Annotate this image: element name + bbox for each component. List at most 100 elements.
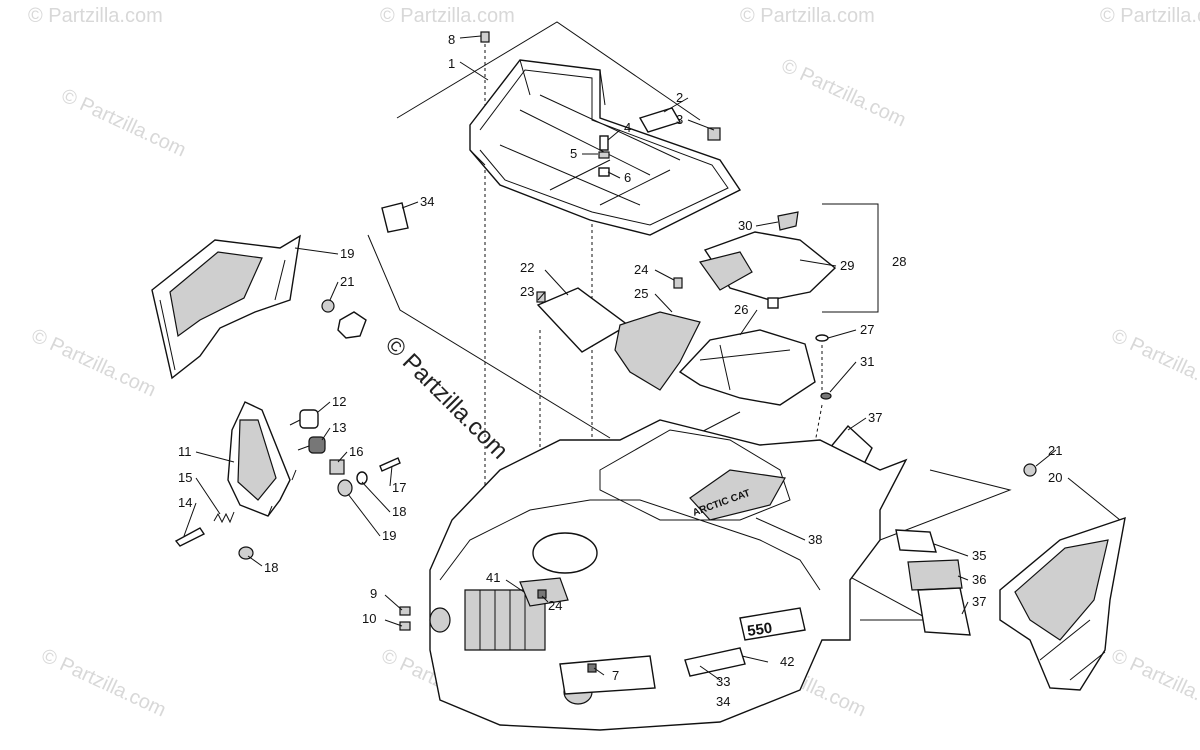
callout-label: 38: [808, 532, 822, 547]
front-fender-body: ARCTIC CAT 550: [429, 419, 908, 731]
grommet: [815, 334, 829, 342]
decal: [907, 559, 963, 591]
screw: [673, 277, 683, 289]
adjuster-bolt: [379, 457, 401, 472]
adjust-screw: [174, 527, 206, 547]
push-clip: [337, 311, 367, 339]
callout-label: 4: [624, 120, 631, 135]
headlight-assembly: [227, 401, 297, 517]
callout-label: 42: [780, 654, 794, 669]
watermark: © Partzilla.com: [28, 5, 163, 27]
rack-washer: [598, 151, 610, 159]
callout-label: 17: [392, 480, 406, 495]
watermark: © Partzilla.com: [778, 55, 909, 132]
rack-bolt: [599, 135, 609, 151]
callout-label: 26: [734, 302, 748, 317]
bushing: [337, 479, 353, 497]
rack-spacer: [598, 167, 610, 177]
warning-decal: [381, 202, 409, 233]
callout-label: 9: [370, 586, 377, 601]
bracket-nut: [329, 459, 345, 475]
watermark: © Partzilla.com: [28, 325, 159, 402]
bulb-socket: [308, 436, 326, 454]
callout-label: 3: [676, 112, 683, 127]
callout-label: 19: [382, 528, 396, 543]
rack-sticker: [638, 107, 682, 133]
watermark: © Partzilla.com: [740, 5, 875, 27]
access-panel: [536, 287, 630, 353]
fastener: [537, 589, 547, 599]
model-number: 550: [746, 620, 773, 640]
grommet: [1023, 463, 1037, 477]
headlight-bulb: [299, 409, 319, 429]
callout-label: 10: [362, 611, 376, 626]
callout-label: 5: [570, 146, 577, 161]
arctic-cat-decal: [689, 469, 786, 521]
adjust-spring: [213, 511, 235, 524]
callout-label: 7: [612, 668, 619, 683]
callout-label: 6: [624, 170, 631, 185]
callout-label: 18: [392, 504, 406, 519]
washer: [356, 471, 368, 485]
callout-labels: 8 1 2 3 4 5 6 34 19 21 12 13 16 17 18 19…: [178, 32, 1062, 709]
grommet: [321, 299, 335, 313]
watermark: © Partzilla.com: [1108, 645, 1200, 722]
watermark: © Partzilla.com: [1108, 325, 1200, 402]
callout-label: 33: [716, 674, 730, 689]
callout-label: 24: [548, 598, 562, 613]
callout-label: 34: [420, 194, 434, 209]
callout-label: 20: [1048, 470, 1062, 485]
latch-pin: [767, 297, 779, 309]
watermark: © Partzilla.com: [1100, 5, 1200, 27]
callout-label: 30: [738, 218, 752, 233]
fastener: [587, 663, 597, 673]
center-watermark: © Partzilla.com: [380, 331, 513, 464]
callout-label: 2: [676, 90, 683, 105]
right-side-panel: [999, 516, 1126, 691]
callout-label: 22: [520, 260, 534, 275]
callout-label: 31: [860, 354, 874, 369]
decal: [895, 529, 937, 553]
storage-box: [678, 231, 837, 406]
callout-label: 35: [972, 548, 986, 563]
callout-label: 19: [340, 246, 354, 261]
callout-label: 41: [486, 570, 500, 585]
callout-label: 23: [520, 284, 534, 299]
callout-label: 21: [1048, 443, 1062, 458]
callout-label: 21: [340, 274, 354, 289]
callout-label: 37: [868, 410, 882, 425]
rack-nut: [707, 127, 721, 141]
callout-label: 12: [332, 394, 346, 409]
rivet: [820, 392, 832, 400]
callout-label: 28: [892, 254, 906, 269]
fastener: [399, 606, 411, 616]
callout-label: 14: [178, 495, 192, 510]
callout-label: 8: [448, 32, 455, 47]
trim-cover: [614, 311, 701, 391]
callout-label: 36: [972, 572, 986, 587]
rack-screw: [480, 31, 490, 43]
leader-lines: [183, 35, 1121, 681]
left-side-panel: [151, 234, 301, 380]
watermark: © Partzilla.com: [58, 85, 189, 162]
callout-label: 34: [716, 694, 730, 709]
callout-label: 27: [860, 322, 874, 337]
callout-label: 24: [634, 262, 648, 277]
washer: [238, 546, 254, 560]
callout-label: 25: [634, 286, 648, 301]
callout-label: 37: [972, 594, 986, 609]
callout-label: 13: [332, 420, 346, 435]
callout-label: 15: [178, 470, 192, 485]
watermark: © Partzilla.com: [38, 645, 169, 722]
callout-label: 1: [448, 56, 455, 71]
watermark: © Partzilla.com: [380, 5, 515, 27]
callout-label: 18: [264, 560, 278, 575]
callout-label: 11: [178, 444, 192, 459]
callout-label: 29: [840, 258, 854, 273]
fastener: [399, 621, 411, 631]
decal: [917, 587, 971, 636]
latch: [777, 211, 799, 231]
callout-label: 16: [349, 444, 363, 459]
